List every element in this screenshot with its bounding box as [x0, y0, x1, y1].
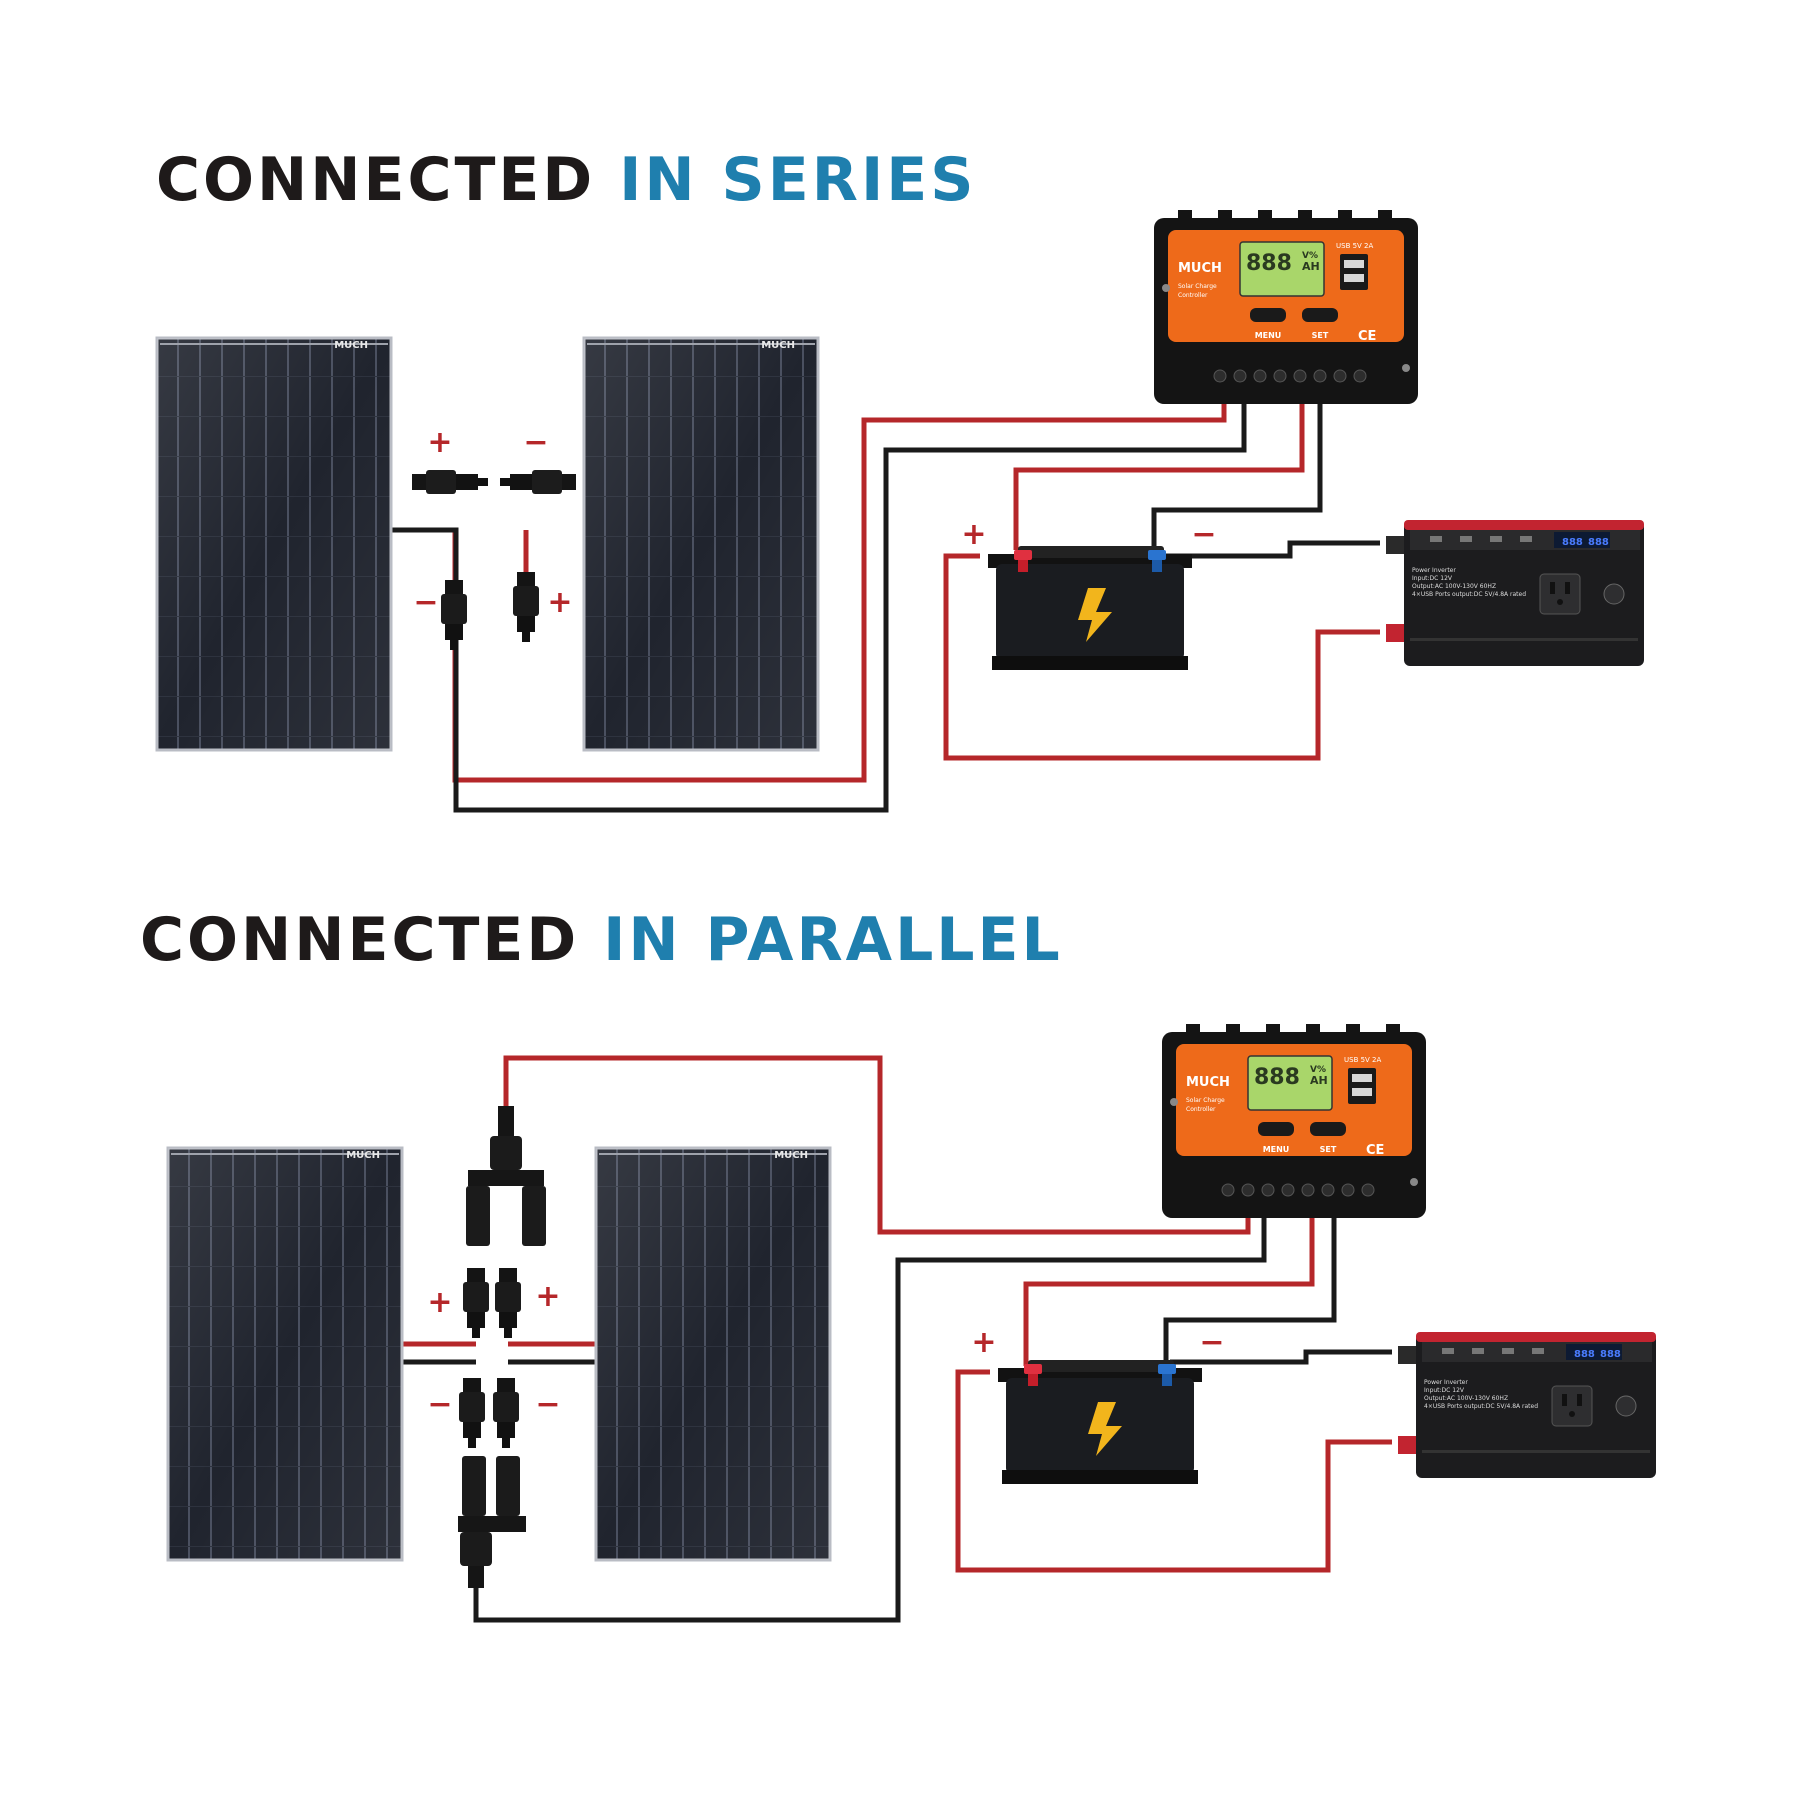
solar-panel-series-right: MUCH — [582, 336, 820, 752]
inverter-line-2: Input:DC 12V — [1412, 575, 1453, 582]
parallel-wire-black-2 — [1163, 1210, 1337, 1366]
plus-sign: + — [547, 585, 572, 620]
mc4-connector-panel-plus — [513, 572, 539, 642]
inverter-negative-terminal — [1398, 1346, 1416, 1364]
inverter-line-1: Power Inverter — [1412, 567, 1456, 574]
inverter-line-4: 4×USB Ports output:DC 5V/4.8A rated — [1412, 591, 1526, 598]
minus-sign: − — [1191, 517, 1216, 552]
panel-brand: MUCH — [334, 340, 368, 351]
y-branch-connector-positive — [466, 1106, 546, 1246]
inverter-line-2: Input:DC 12V — [1424, 1387, 1465, 1394]
y-branch-connector-negative — [458, 1456, 526, 1588]
lcd-units-bottom: AH — [1302, 260, 1320, 273]
plus-sign: + — [427, 425, 452, 460]
panel-brand: MUCH — [346, 1150, 380, 1161]
parallel-title-blue: IN PARALLEL — [603, 905, 1063, 975]
series-wire-black-2 — [1151, 396, 1323, 550]
panel-brand: MUCH — [761, 340, 795, 351]
controller-subtitle-2: Controller — [1186, 1106, 1216, 1113]
lcd-units-top: V% — [1302, 251, 1318, 261]
set-label: SET — [1320, 1145, 1337, 1154]
power-inverter-parallel: Power Inverter Input:DC 12V Output:AC 10… — [1398, 1331, 1657, 1479]
menu-label: MENU — [1263, 1145, 1290, 1154]
minus-sign: − — [523, 425, 548, 460]
series-title-dark: CONNECTED — [156, 145, 596, 215]
lcd-digits: 888 — [1254, 1065, 1300, 1090]
inverter-digits: 888 — [1574, 1349, 1595, 1360]
parallel-title-dark: CONNECTED — [140, 905, 580, 975]
parallel-title: CONNECTED IN PARALLEL — [140, 910, 1063, 970]
plus-sign: + — [427, 1285, 452, 1320]
lcd-digits: 888 — [1246, 251, 1292, 276]
series-title-blue: IN SERIES — [619, 145, 977, 215]
usb-label: USB 5V 2A — [1336, 242, 1374, 250]
series-wire-black-3 — [1160, 540, 1380, 559]
mc4-connectors-series — [412, 470, 576, 650]
mc4-connector-minus-right — [493, 1378, 519, 1448]
minus-sign: − — [535, 1387, 560, 1422]
inverter-digits: 888 — [1600, 1349, 1621, 1360]
inverter-line-4: 4×USB Ports output:DC 5V/4.8A rated — [1424, 1403, 1538, 1410]
controller-subtitle-1: Solar Charge — [1186, 1097, 1225, 1104]
parallel-wire-red-3 — [955, 1369, 1392, 1573]
mc4-connector-plus-right — [495, 1268, 521, 1338]
polarity-labels-parallel: + + − − + − — [427, 1279, 1224, 1422]
mc4-connector-plus-left — [463, 1268, 489, 1338]
minus-sign: − — [1199, 1325, 1224, 1360]
plus-sign: + — [535, 1279, 560, 1314]
polarity-labels-series: + − − + + − — [413, 425, 1216, 620]
plus-sign: + — [961, 517, 986, 552]
charge-controller-parallel: MUCH Solar Charge Controller USB 5V 2A 8… — [1161, 1023, 1427, 1219]
ce-mark: CE — [1366, 1143, 1384, 1158]
parallel-wiring — [402, 1055, 1392, 1623]
usb-label: USB 5V 2A — [1344, 1056, 1382, 1064]
parallel-wire-red-2 — [1023, 1210, 1315, 1366]
series-wire-black-1 — [391, 396, 1247, 813]
parallel-wire-black-1 — [473, 1210, 1267, 1623]
inverter-line-3: Output:AC 100V-130V 60HZ — [1412, 583, 1496, 590]
controller-brand: MUCH — [1186, 1075, 1230, 1090]
solar-panel-parallel-left: MUCH — [166, 1146, 404, 1562]
series-wiring — [391, 396, 1380, 813]
solar-panel-parallel-right: MUCH — [594, 1146, 832, 1562]
inverter-positive-terminal — [1398, 1436, 1416, 1454]
series-title: CONNECTED IN SERIES — [156, 150, 976, 210]
panel-brand: MUCH — [774, 1150, 808, 1161]
mc4-connector-minus — [500, 470, 576, 494]
lcd-units-top: V% — [1310, 1065, 1326, 1075]
inverter-positive-terminal — [1386, 624, 1404, 642]
inverter-negative-terminal — [1386, 536, 1404, 554]
mc4-connector-panel-minus — [441, 580, 467, 650]
series-wire-red-2 — [1013, 396, 1305, 550]
controller-subtitle-2: Controller — [1178, 292, 1208, 299]
inverter-digits: 888 — [1562, 537, 1583, 548]
branch-connectors-parallel — [458, 1106, 546, 1588]
inverter-line-3: Output:AC 100V-130V 60HZ — [1424, 1395, 1508, 1402]
power-inverter-series: Power Inverter Input:DC 12V Output:AC 10… — [1386, 519, 1645, 667]
ce-mark: CE — [1358, 329, 1376, 344]
controller-subtitle-1: Solar Charge — [1178, 283, 1217, 290]
controller-brand: MUCH — [1178, 261, 1222, 276]
inverter-line-1: Power Inverter — [1424, 1379, 1468, 1386]
parallel-wire-black-3 — [1170, 1349, 1392, 1365]
mc4-connector-minus-left — [459, 1378, 485, 1448]
lcd-units-bottom: AH — [1310, 1074, 1328, 1087]
series-wire-red-3 — [943, 553, 1380, 761]
battery-parallel — [998, 1360, 1202, 1484]
menu-label: MENU — [1255, 331, 1282, 340]
plus-sign: + — [971, 1325, 996, 1360]
charge-controller-series: MUCH Solar Charge Controller USB 5V 2A 8… — [1153, 209, 1419, 405]
inverter-digits: 888 — [1588, 537, 1609, 548]
minus-sign: − — [427, 1387, 452, 1422]
solar-panel-series-left: MUCH — [155, 336, 393, 752]
set-label: SET — [1312, 331, 1329, 340]
battery-series — [988, 546, 1192, 670]
minus-sign: − — [413, 585, 438, 620]
mc4-connector-plus — [412, 470, 488, 494]
parallel-wire-red-1 — [503, 1055, 1251, 1235]
